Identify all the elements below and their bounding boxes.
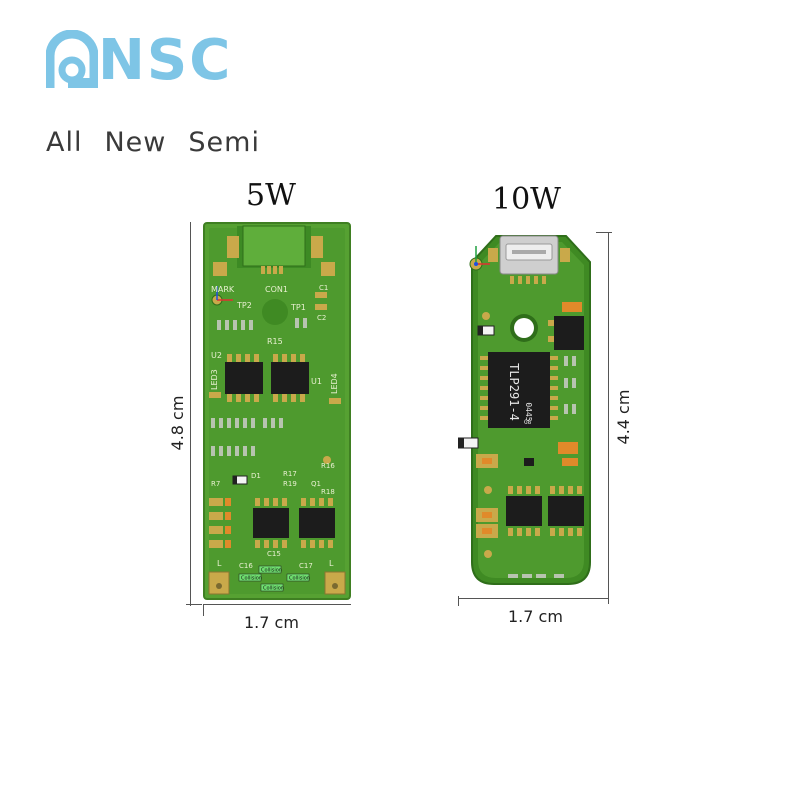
silk-l-right: L	[329, 559, 334, 568]
collision-marker: Collision	[241, 576, 262, 582]
silk-led4: LED4	[330, 373, 339, 394]
collision-marker: Collision	[289, 576, 310, 582]
collision-marker: Collision	[261, 568, 282, 574]
logo-tagline: All New Semi	[46, 128, 282, 158]
silk-led3: LED3	[210, 369, 219, 390]
ic-date-code: 0445	[524, 402, 533, 421]
dimension-line	[186, 604, 202, 605]
silk-r17: R17	[283, 470, 297, 478]
dimension-line	[458, 596, 459, 606]
silk-r15: R15	[267, 337, 283, 346]
logo-letters: NSC	[98, 28, 233, 93]
ic-part-number: TLP291-4	[507, 363, 521, 421]
board-title-10w: 10W	[492, 182, 562, 217]
dimension-line	[190, 222, 191, 606]
pcb-board-5w: CON1 MARK TP2 TP1 C1 C2 R15 U2 U1 LED3 L…	[203, 222, 351, 600]
ic-grade: G8	[524, 419, 532, 426]
dimension-line	[203, 604, 204, 616]
logo-a-symbol-icon	[46, 30, 98, 88]
brand-logo: NSC All New Semi	[46, 30, 286, 158]
silk-con1: CON1	[265, 285, 288, 294]
board-width-label: 1.7 cm	[508, 607, 563, 626]
silk-c16: C16	[239, 562, 253, 570]
board-height-label: 4.4 cm	[614, 389, 633, 445]
dimension-line	[596, 232, 612, 233]
silk-tp1: TP1	[290, 303, 306, 312]
dimension-line	[458, 598, 608, 599]
logo-mark: NSC	[46, 30, 256, 92]
silk-r18: R18	[321, 488, 335, 496]
collision-marker: Collision	[263, 586, 284, 592]
silk-c2: C2	[317, 314, 326, 322]
silk-c17: C17	[299, 562, 313, 570]
silk-u2: U2	[211, 351, 222, 360]
dimension-line	[203, 604, 351, 605]
silk-c15: C15	[267, 550, 281, 558]
tagline-word: New	[104, 127, 167, 158]
board-title-5w: 5W	[246, 178, 296, 213]
silk-u1: U1	[311, 377, 322, 386]
silk-l-left: L	[217, 559, 222, 568]
pcb-board-10w: TLP291-4 0445 G8	[458, 235, 591, 585]
silk-q1: Q1	[311, 480, 321, 488]
board-width-label: 1.7 cm	[244, 613, 299, 632]
silk-d1: D1	[251, 472, 261, 480]
silk-r7: R7	[211, 480, 220, 488]
silk-c1: C1	[319, 284, 328, 292]
silk-tp2: TP2	[236, 301, 252, 310]
tagline-word: All	[46, 127, 83, 158]
silk-mark: MARK	[211, 285, 235, 294]
dimension-line	[608, 232, 609, 604]
silk-r19: R19	[283, 480, 297, 488]
tagline-word: Semi	[188, 127, 260, 158]
silk-r16: R16	[321, 462, 335, 470]
board-height-label: 4.8 cm	[168, 395, 187, 451]
